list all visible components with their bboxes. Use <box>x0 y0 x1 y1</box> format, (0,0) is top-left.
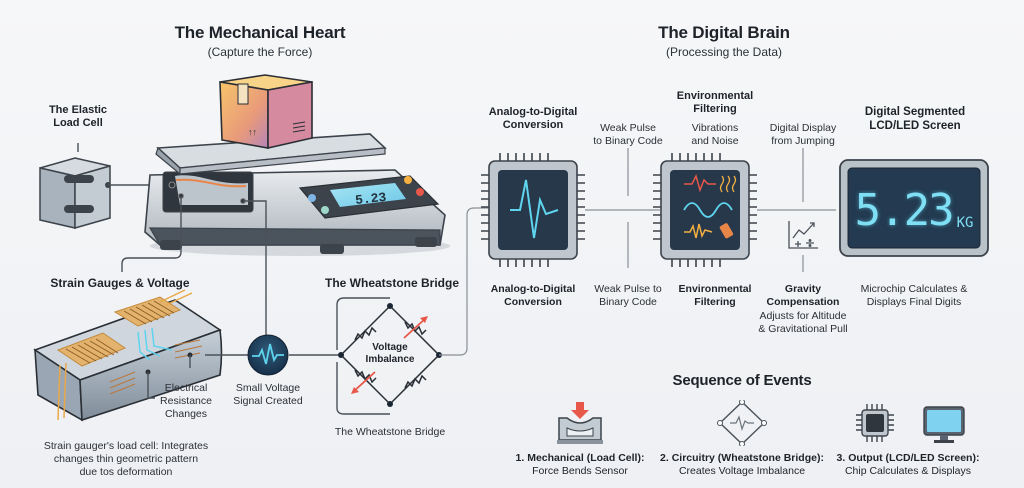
lcd-value: 5.23 <box>854 185 955 236</box>
microchip-icon <box>855 402 895 444</box>
voltage-pulse-icon <box>247 334 289 376</box>
lcd-unit: KG <box>956 215 974 231</box>
sequence-step-1: 1. Mechanical (Load Cell): Force Bends S… <box>515 452 645 477</box>
digital-brain-title: The Digital Brain <box>658 23 790 42</box>
mechanical-heart-subtitle: (Capture the Force) <box>207 45 313 59</box>
mechanical-heart-title: The Mechanical Heart <box>174 23 346 42</box>
filter-chip-icon <box>653 153 757 267</box>
sequence-title: Sequence of Events <box>672 372 812 389</box>
lcd-screen-title: Digital Segmented LCD/LED Screen <box>864 106 966 132</box>
weak-pulse-top-label: Weak Pulse to Binary Code <box>593 122 663 148</box>
env-filter-title-top: Environmental Filtering <box>676 90 754 116</box>
lcd-screen-display <box>839 159 989 257</box>
vibrations-label: Vibrations and Noise <box>691 122 739 148</box>
env-filter-title-bottom: Environmental Filtering <box>678 283 752 308</box>
svg-text:5.23: 5.23 <box>354 190 387 208</box>
elastic-load-cell-label: The Elastic Load Cell <box>48 104 108 130</box>
small-voltage-label: Small Voltage Signal Created <box>233 382 303 408</box>
strain-gauges-title: Strain Gauges & Voltage <box>50 276 190 290</box>
svg-text:↑↑: ↑↑ <box>248 127 257 137</box>
elastic-load-cell-icon <box>39 157 111 229</box>
sequence-step-3: 3. Output (LCD/LED Screen): Chip Calcula… <box>836 452 980 477</box>
wheatstone-bridge-caption: The Wheatstone Bridge <box>334 426 446 438</box>
package-box-icon: ↑↑ <box>219 74 313 150</box>
adc-chip-icon <box>481 153 585 267</box>
lcd-readout: 5.23 KG <box>854 176 974 240</box>
weak-pulse-bottom-label: Weak Pulse to Binary Code <box>594 283 662 309</box>
wheatstone-bridge-title: The Wheatstone Bridge <box>324 276 460 290</box>
sequence-step-2: 2. Circuitry (Wheatstone Bridge): Create… <box>660 452 824 477</box>
gravity-compensation-desc: Adjusts for Altitude & Gravitational Pul… <box>758 310 848 336</box>
lcd-caption: Microchip Calculates & Displays Final Di… <box>860 283 968 309</box>
adc-title-bottom: Analog-to-Digital Conversion <box>490 283 576 308</box>
digital-scale-illustration: 5.23 <box>144 133 450 256</box>
monitor-icon <box>922 405 966 445</box>
strain-gauge-caption: Strain gauger's load cell: Integrates ch… <box>43 440 209 479</box>
bridge-circuit-icon <box>716 400 768 446</box>
electrical-resistance-label: Electrical Resistance Changes <box>160 382 212 421</box>
voltage-imbalance-label: Voltage Imbalance <box>365 342 415 365</box>
load-cell-press-icon <box>555 402 605 446</box>
strain-gauge-beam-illustration <box>33 289 223 422</box>
digital-brain-subtitle: (Processing the Data) <box>665 45 783 59</box>
gravity-compensation-title: Gravity Compensation <box>766 283 840 308</box>
gravity-compensation-icon <box>788 221 818 249</box>
digital-display-note: Digital Display from Jumping <box>769 122 837 148</box>
adc-title-top: Analog-to-Digital Conversion <box>488 106 578 132</box>
